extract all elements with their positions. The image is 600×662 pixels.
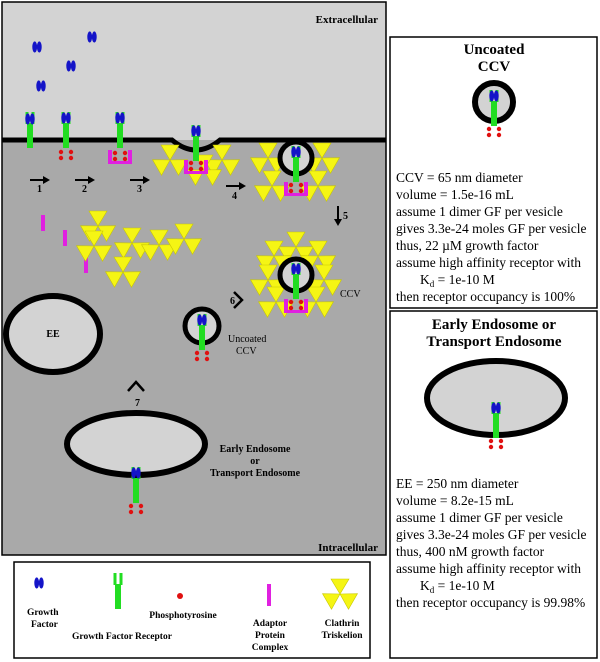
uncoated-vesicle <box>182 306 222 362</box>
ccv-line-diameter: CCV = 65 nm diameter <box>396 170 523 185</box>
ccv-info-panel: Uncoated CCV CCV = 65 nm diameter volume… <box>389 36 598 309</box>
legend-phosphotyrosine: Phosphotyrosine <box>149 611 216 621</box>
ccv-line-assume: assume 1 dimer GF per vesicle <box>396 204 563 219</box>
legend-clathrin-line2: Triskelion <box>322 631 364 641</box>
early-endosome-label-line2: or <box>250 456 260 467</box>
legend-clathrin-line1: Clathrin <box>325 619 361 629</box>
ee-line-affinity: assume high affinity receptor with <box>396 561 581 576</box>
ccv-line-affinity: assume high affinity receptor with <box>396 255 581 270</box>
legend-growth-factor-line1: Growth <box>27 608 59 618</box>
adaptor-icon <box>267 584 271 606</box>
uncoated-label-line1: Uncoated <box>228 334 266 345</box>
ee-panel-title-line1: Early Endosome or <box>432 317 557 333</box>
ee-line-diameter: EE = 250 nm diameter <box>396 476 519 491</box>
ee-line-assume: assume 1 dimer GF per vesicle <box>396 510 563 525</box>
step-label-6: 6 <box>230 296 235 307</box>
clathrin-coated-vesicle <box>250 231 342 318</box>
ccv-line-moles: gives 3.3e-24 moles GF per vesicle <box>396 221 586 236</box>
ccv-panel-title-line2: CCV <box>478 59 511 75</box>
step-label-1: 1 <box>37 184 42 195</box>
cell-border <box>1 1 387 556</box>
ee-line-moles: gives 3.3e-24 moles GF per vesicle <box>396 527 586 542</box>
ccv-line-concentration: thus, 22 µM growth factor <box>396 238 539 253</box>
step-label-7: 7 <box>135 398 140 409</box>
ccv-line-volume: volume = 1.5e-16 mL <box>396 187 514 202</box>
legend-growth-factor-line2: Factor <box>31 620 59 630</box>
step-arrow-5 <box>334 206 342 226</box>
ee-info-panel: Early Endosome or Transport Endosome EE … <box>389 310 598 659</box>
ee-panel-endosome <box>424 358 568 450</box>
step-arrow-7 <box>127 380 145 392</box>
early-endosome-label-line3: Transport Endosome <box>210 468 301 479</box>
early-endosome-label-line1: Early Endosome <box>220 444 291 455</box>
early-endosome <box>64 410 208 515</box>
cell-panel: Extracellular Intracellular <box>1 1 387 556</box>
legend-box <box>13 561 371 659</box>
ccv-panel-title-line1: Uncoated <box>464 42 525 58</box>
uncoated-label-line2: CCV <box>236 346 257 357</box>
phosphotyrosine-icon <box>177 593 183 599</box>
ee-line-volume: volume = 8.2e-15 mL <box>396 493 514 508</box>
ee-label: EE <box>46 329 60 340</box>
free-adaptors <box>41 215 88 273</box>
extracellular-label: Extracellular <box>316 14 378 26</box>
ee-panel-title-line2: Transport Endosome <box>426 334 561 350</box>
step-label-5: 5 <box>343 211 348 222</box>
step-arrow-6 <box>233 291 244 309</box>
legend: Growth Factor Growth Factor Receptor Pho… <box>13 561 371 659</box>
step-label-2: 2 <box>82 184 87 195</box>
intracellular-label: Intracellular <box>318 542 378 554</box>
ccv-panel-vesicle <box>472 80 516 138</box>
receptor-stage-4 <box>250 139 340 202</box>
ee-line-kd: Kd = 1e-10 M <box>420 578 495 595</box>
ccv-line-occupancy: then receptor occupancy is 100% <box>396 289 575 304</box>
early-endosome-left <box>3 293 103 375</box>
legend-adaptor-line3: Complex <box>252 643 289 653</box>
ccv-line-kd: Kd = 1e-10 M <box>420 272 495 289</box>
legend-receptor-line1: Growth Factor Receptor <box>72 632 173 642</box>
ee-line-concentration: thus, 400 nM growth factor <box>396 544 545 559</box>
legend-adaptor-line1: Adaptor <box>253 619 288 629</box>
legend-adaptor-line2: Protein <box>255 631 286 641</box>
ccv-label: CCV <box>340 289 361 300</box>
ee-line-occupancy: then receptor occupancy is 99.98% <box>396 595 585 610</box>
step-label-3: 3 <box>137 184 142 195</box>
step-label-4: 4 <box>232 191 237 202</box>
